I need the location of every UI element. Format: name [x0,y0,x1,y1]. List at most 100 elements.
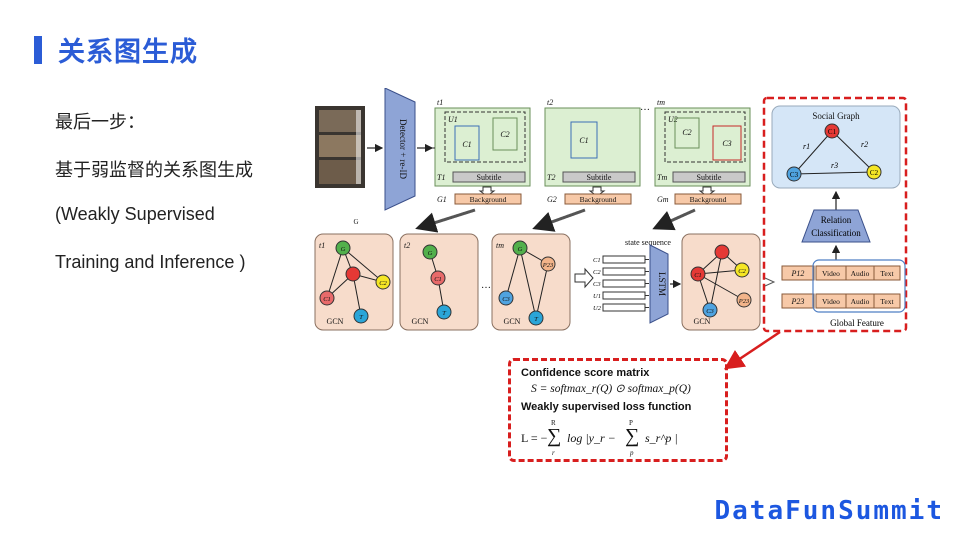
pair-cell: Audio [851,297,870,306]
g-caption: G [353,218,358,226]
pair-cell: Text [880,269,894,278]
arrow [574,267,594,289]
frame-time-label: tm [657,98,665,107]
frame-background: Background [690,195,727,204]
loss-formula-box: Confidence score matrix S = softmax_r(Q)… [508,358,728,462]
global-feature-label: Global Feature [830,318,884,328]
lstm-label: LSTM [657,272,667,296]
step-label: 最后一步： [55,112,145,133]
state-row-label: U1 [593,293,601,300]
step-english-2: Training and Inference ) [55,252,246,272]
graph-node: C1 [434,276,442,283]
pair-cell: Video [822,297,840,306]
relation-r1: r1 [803,142,810,151]
graph-node: C1 [323,296,331,303]
gcn-label: GCN [504,317,521,326]
brand-logo: DataFunSummit [714,496,944,526]
frame-t-label: T2 [547,173,555,182]
frame-g-label: Gm [657,195,669,204]
pair-row-2: P23 Video Audio Text [781,293,901,309]
frame-t-label: Tm [657,173,667,182]
frame-background: Background [580,195,617,204]
relation-classification-block: Relation Classification [801,209,871,243]
graph-node: T [442,310,446,317]
graph-node: T [359,314,363,321]
arrow [652,208,696,231]
relation-r2: r2 [861,140,868,149]
frame-time-label: t1 [437,98,443,107]
confidence-heading: Confidence score matrix [521,367,650,379]
gcn-time-label: tm [496,241,504,250]
frame-g-label: G2 [547,195,557,204]
graph-node: P23 [542,262,554,269]
graph-node: C1 [694,272,702,279]
social-node-c2: C2 [870,169,879,177]
social-graph-panel: Social Graph r1 r2 r3 C1 C3 C2 [771,105,901,189]
loss-equation: L = − R ∑ r log |y_r − P ∑ p s_r^p | [521,419,678,457]
frame-background: Background [470,195,507,204]
social-node-c3: C3 [790,171,799,179]
graph-node: G [428,250,433,257]
frame-char: C2 [682,128,691,137]
frame-subtitle: Subtitle [697,173,722,182]
gcn-ellipsis: … [481,280,491,291]
frame-subtitle: Subtitle [477,173,502,182]
social-node-c1: C1 [828,128,837,136]
title-accent-bar [34,36,42,64]
relation-classification-line2: Classification [811,228,861,238]
frame-char: C1 [462,140,471,149]
frame-g-label: G1 [437,195,447,204]
social-graph-title: Social Graph [812,111,860,121]
pair-cell: Video [822,269,840,278]
pair-label: P12 [791,269,805,278]
loss-heading: Weakly supervised loss function [521,401,692,413]
pair-cell: Audio [851,269,870,278]
video-frames-image [315,106,365,188]
step-description: 基于弱监督的关系图生成 [55,160,253,181]
frame-subtitle: Subtitle [587,173,612,182]
slide-title: 关系图生成 [58,37,198,68]
graph-node: P23 [738,298,750,305]
confidence-equation: S = softmax_r(Q) ⊙ softmax_p(Q) [531,383,691,395]
frame-char: C1 [579,136,588,145]
frame-u-label: U1 [448,115,458,124]
graph-node: C3 [502,296,510,303]
pair-label: P23 [791,297,805,306]
relation-classification-line1: Relation [821,215,852,225]
frame-char: C3 [722,139,731,148]
graph-node: C2 [379,280,387,287]
step-english-1: (Weakly Supervised [55,204,215,224]
frame-t-label: T1 [437,173,445,182]
state-row-label: C2 [593,269,601,276]
graph-node: G [518,246,523,253]
state-row-label: C3 [593,281,601,288]
graph-node: C3 [706,308,714,315]
arrow [415,208,476,233]
frame-char: C2 [500,130,509,139]
state-row-label: U2 [593,305,602,312]
detector-label: Detector + re-ID [398,119,408,180]
frame-u-label: U2 [668,115,678,124]
connector-arrow [723,330,781,370]
gcn-time-label: t1 [319,241,325,250]
gcn-time-label: t2 [404,241,410,250]
relation-r3: r3 [831,161,838,170]
graph-node: G [341,246,346,253]
gcn-label: GCN [694,317,711,326]
graph-node: C2 [738,268,746,275]
social-graph-container [762,96,908,333]
pair-row-1: P12 Video Audio Text [781,265,901,281]
pair-cell: Text [880,297,894,306]
arrow [532,208,586,232]
